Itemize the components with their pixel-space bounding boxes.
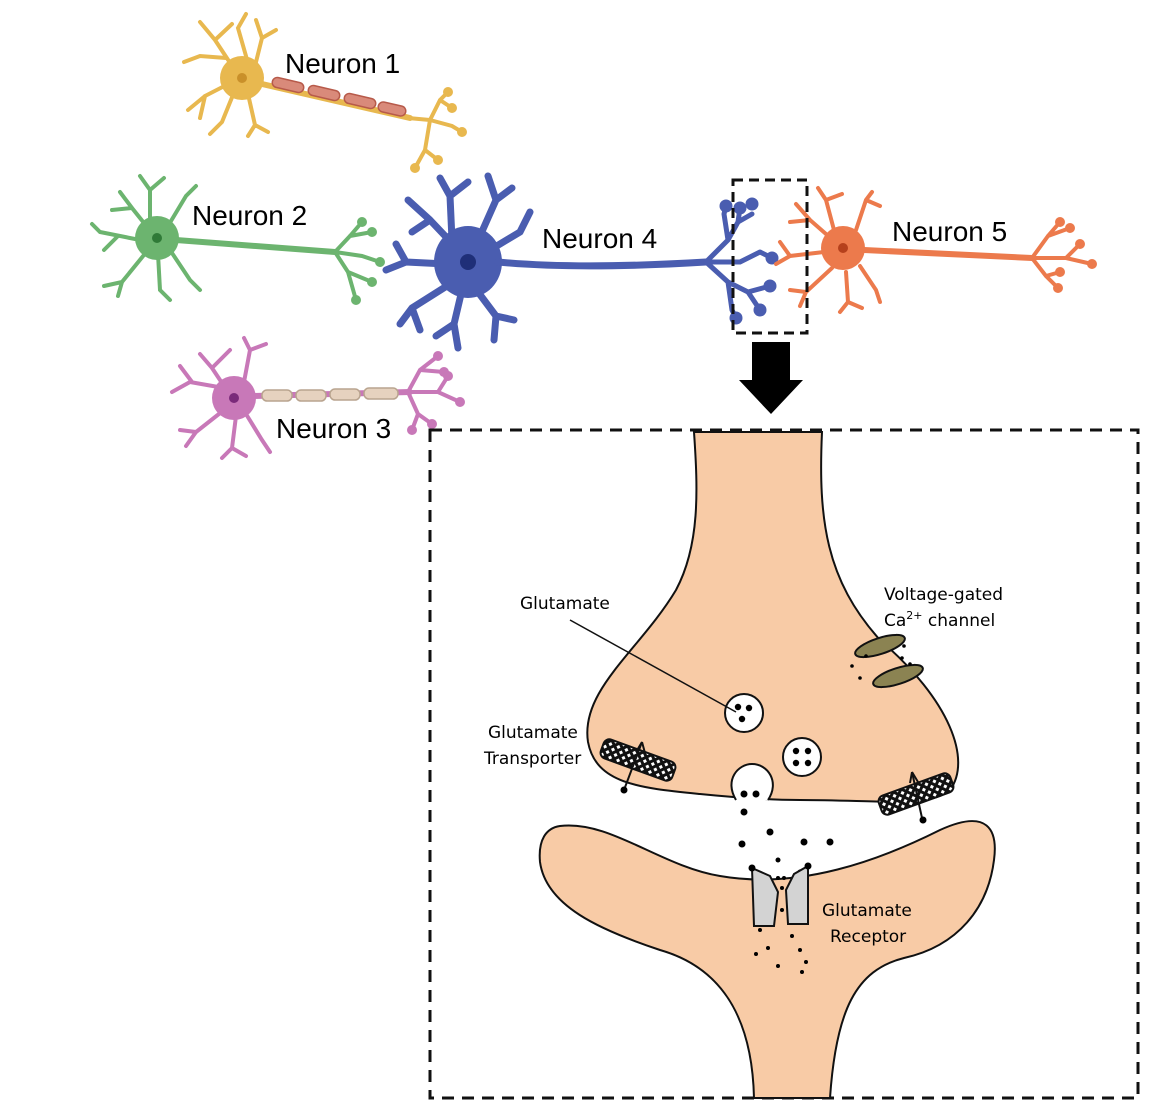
neuron-1-terminal xyxy=(406,87,467,173)
glutamate-pointer-line xyxy=(569,619,737,713)
synapse-highlight-box xyxy=(731,178,809,335)
neuron-4-axon xyxy=(494,258,710,270)
receptor-label-line1: Glutamate xyxy=(822,901,912,921)
neuron-2-label: Neuron 2 xyxy=(192,200,307,231)
neuron-3-terminal xyxy=(406,351,465,435)
channel-label-rest: channel xyxy=(923,611,996,631)
neuron-2-dendrites xyxy=(90,174,202,302)
neuron-5 xyxy=(774,186,1097,314)
neuron-3-myelin xyxy=(261,387,399,402)
neuron-5-terminal xyxy=(1030,217,1097,293)
neuron-4-terminal xyxy=(703,197,779,325)
neuron-3 xyxy=(170,336,465,460)
channel-label-line2: Ca2+ channel xyxy=(884,609,995,631)
neuron-2-axon xyxy=(173,237,338,255)
neuron-4 xyxy=(382,172,779,352)
neuron-1 xyxy=(182,12,467,173)
transporter-label-line2: Transporter xyxy=(483,749,581,769)
neuron-5-label: Neuron 5 xyxy=(892,216,1007,247)
fusing-vesicle xyxy=(730,762,774,801)
glutamate-transporter-left xyxy=(599,738,677,794)
neuron-5-axon xyxy=(861,247,1035,261)
calcium-charge: 2+ xyxy=(906,609,922,622)
zoom-arrow-icon xyxy=(739,342,803,414)
neuron-4-dendrites xyxy=(382,172,534,352)
neuron-1-myelin xyxy=(271,76,407,117)
neuron-2-terminal xyxy=(333,217,385,305)
channel-label-line1: Voltage-gated xyxy=(884,585,1003,605)
neuron-2 xyxy=(90,174,385,305)
vesicle xyxy=(782,737,822,777)
transporter-label-line1: Glutamate xyxy=(488,723,578,743)
neuron-3-label: Neuron 3 xyxy=(276,413,391,444)
glutamate-label: Glutamate xyxy=(520,594,610,614)
neuron-4-label: Neuron 4 xyxy=(542,223,657,254)
voltage-gated-channel xyxy=(850,633,924,689)
glutamate-transporter-right xyxy=(877,771,955,824)
calcium-symbol: Ca xyxy=(884,611,906,631)
vesicle xyxy=(724,693,764,733)
neuron-3-dendrites xyxy=(170,336,272,460)
neuron-1-dendrites xyxy=(182,12,278,138)
receptor-label-line2: Receptor xyxy=(830,927,906,947)
postsynaptic-terminal xyxy=(538,820,996,1099)
neuron-1-label: Neuron 1 xyxy=(285,48,400,79)
released-glutamate xyxy=(738,790,834,974)
glutamate-receptor xyxy=(748,862,812,927)
